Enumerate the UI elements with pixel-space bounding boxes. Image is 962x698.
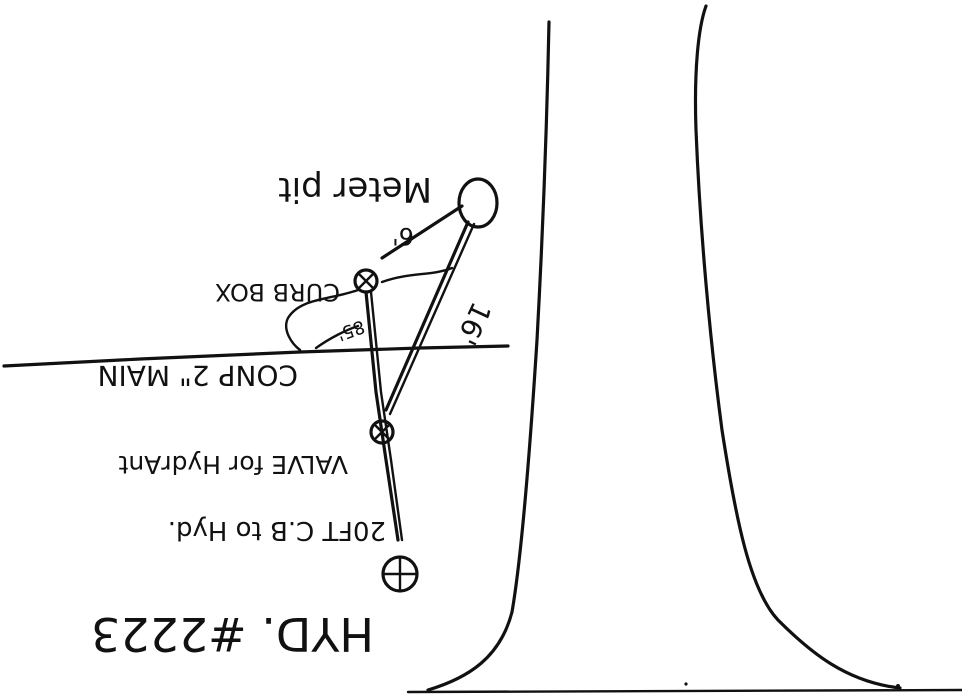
dimension-85ft-label: 85' [334, 315, 367, 344]
curb-box-cross [357, 272, 375, 290]
hydrant-number-label: HYD. #2223 [91, 607, 374, 661]
hydrant-cross [381, 555, 419, 593]
service-line-meter-to-curb [380, 204, 464, 260]
distance-label: 20FT C.B to Hyd. [168, 515, 386, 545]
dimension-6ft-label: 6' [392, 222, 414, 250]
valve-label: VALVE for HydrAnt [118, 450, 348, 479]
dimension-16ft-label: 16' [449, 297, 497, 350]
valve-cross [373, 423, 391, 441]
road-edge-right [693, 4, 902, 690]
curb-box-connection-curve [285, 266, 454, 352]
image-bottom-border [406, 688, 962, 694]
road-edge-left [426, 20, 551, 692]
water-main-line [2, 344, 510, 368]
angle-arc [314, 324, 360, 350]
service-line-meter-to-valve-2 [388, 222, 476, 416]
speck [684, 682, 688, 686]
valve-symbol [369, 419, 395, 445]
meter-pit-label: Meter pit [278, 169, 432, 209]
service-line-meter-to-valve [384, 220, 470, 412]
water-main-label: CONP 2" MAIN [98, 359, 298, 392]
curb-box-label: CURB BOX [215, 278, 340, 306]
pipe-curb-to-hydrant-2 [369, 290, 404, 542]
speck [896, 684, 900, 688]
pipe-curb-to-hydrant [364, 290, 400, 542]
meter-pit-symbol [457, 177, 499, 229]
